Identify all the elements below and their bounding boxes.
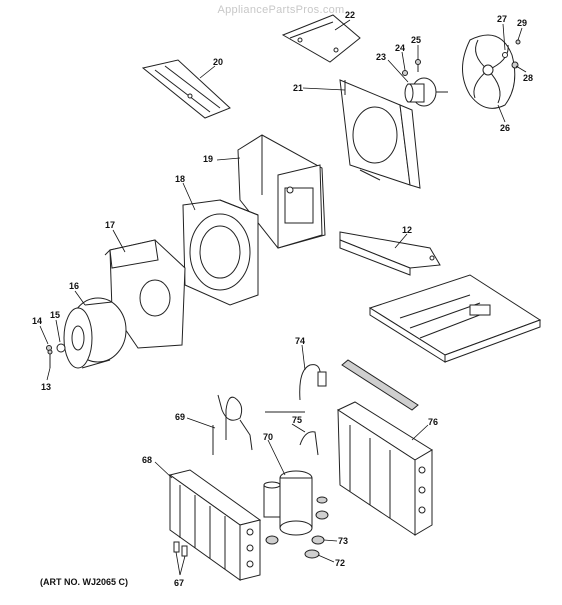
part-24-screw[interactable]: [402, 70, 408, 76]
callout-22: 22: [345, 10, 355, 20]
part-grommet[interactable]: [265, 496, 329, 545]
callout-72: 72: [335, 558, 345, 568]
callout-76: 76: [428, 417, 438, 427]
part-29-clip[interactable]: [515, 39, 521, 45]
part-18-blower-housing[interactable]: [182, 199, 259, 306]
callout-labels: 22 20 21 23 24 25 26 27 28 29 19 18 17 1…: [32, 10, 533, 588]
callout-68: 68: [142, 455, 152, 465]
part-72-nut[interactable]: [304, 549, 320, 559]
part-74-capillary-tube[interactable]: [299, 364, 327, 401]
part-base-pan[interactable]: [368, 274, 542, 363]
callout-67: 67: [174, 578, 184, 588]
callout-70: 70: [263, 432, 273, 442]
watermark: AppliancePartsPros.com: [217, 4, 345, 16]
part-70-compressor[interactable]: [263, 470, 313, 536]
part-15-clamp[interactable]: [56, 343, 66, 353]
part-27-washer[interactable]: [502, 52, 508, 58]
callout-13: 13: [41, 382, 51, 392]
callout-29: 29: [517, 18, 527, 28]
callout-27: 27: [497, 14, 507, 24]
callout-14: 14: [32, 316, 42, 326]
art-number: (ART NO. WJ2065 C): [40, 577, 129, 587]
callout-25: 25: [411, 35, 421, 45]
callout-23: 23: [376, 52, 386, 62]
part-13-screw[interactable]: [47, 349, 53, 368]
callout-18: 18: [175, 174, 185, 184]
part-16-blower-wheel[interactable]: [63, 297, 127, 369]
callout-69: 69: [175, 412, 185, 422]
part-19-control-box[interactable]: [237, 134, 326, 249]
part-73-mount[interactable]: [311, 535, 325, 545]
callout-16: 16: [69, 281, 79, 291]
callout-75: 75: [292, 415, 302, 425]
part-22-top-cover[interactable]: [281, 14, 361, 63]
part-75-tube[interactable]: [299, 431, 319, 456]
part-12-drain-bracket[interactable]: [339, 231, 441, 276]
callout-19: 19: [203, 154, 213, 164]
callout-21: 21: [293, 83, 303, 93]
callout-15: 15: [50, 310, 60, 320]
part-21-fan-shroud[interactable]: [339, 79, 421, 189]
part-seal-strip[interactable]: [341, 359, 419, 411]
part-67-clips[interactable]: [173, 541, 188, 557]
callout-20: 20: [213, 57, 223, 67]
callout-73: 73: [338, 536, 348, 546]
leader-lines: [39, 19, 527, 576]
callout-74: 74: [295, 336, 305, 346]
callout-12: 12: [402, 225, 412, 235]
callout-26: 26: [500, 123, 510, 133]
callout-17: 17: [105, 220, 115, 230]
part-69-tubing[interactable]: [212, 394, 305, 455]
part-25-screw[interactable]: [415, 59, 421, 73]
part-76-evaporator-coil[interactable]: [336, 401, 433, 536]
callout-24: 24: [395, 43, 405, 53]
part-23-fan-motor[interactable]: [404, 77, 448, 107]
part-26-fan-blade[interactable]: [462, 34, 516, 109]
callout-28: 28: [523, 73, 533, 83]
part-68-condenser-coil[interactable]: [168, 469, 262, 581]
part-20-bracket[interactable]: [141, 59, 231, 119]
